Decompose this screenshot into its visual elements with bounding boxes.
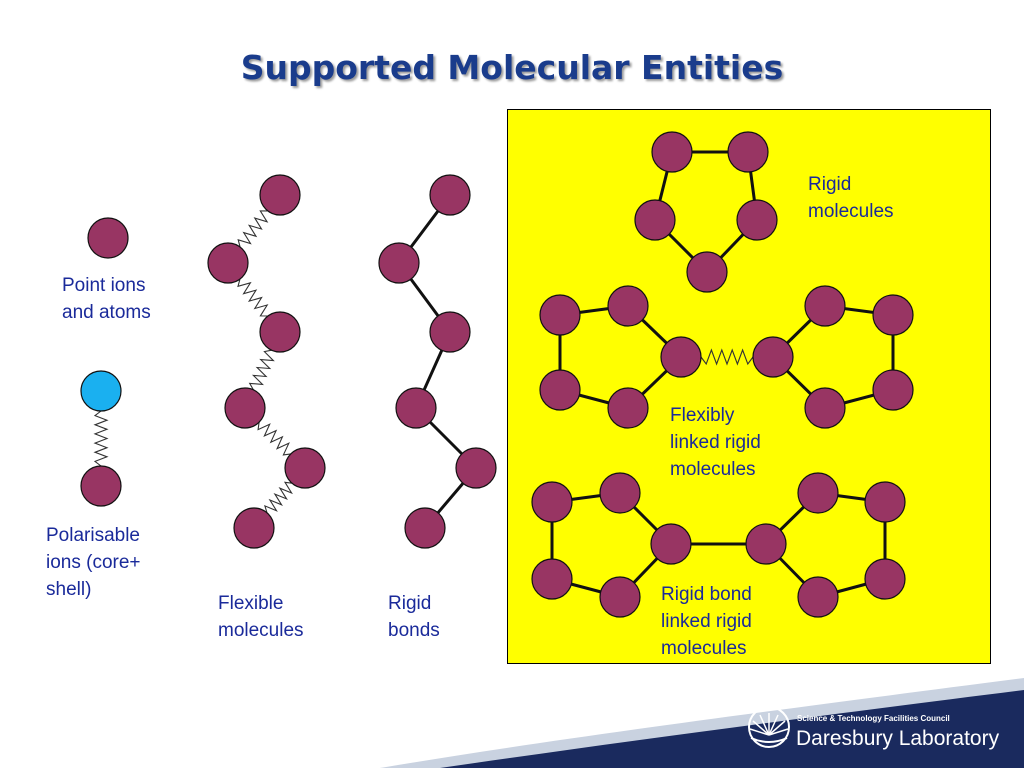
rigid-molecule-atom — [651, 131, 693, 173]
polarisable-shell-atom — [80, 370, 122, 412]
flexibly-linked-atom — [804, 387, 846, 429]
rigid-chain-atom — [378, 242, 420, 284]
rigid-molecule-atom — [727, 131, 769, 173]
rigid-linked-atom — [531, 558, 573, 600]
stfc-logo-icon — [748, 706, 790, 748]
flexibly-linked-atom — [607, 285, 649, 327]
flexible-spring — [264, 481, 293, 513]
flexibly-linked-atom — [539, 294, 581, 336]
rigid-linked-atom — [797, 472, 839, 514]
rigid-molecule-atom — [736, 199, 778, 241]
flexible-atom — [284, 447, 326, 489]
flexibly-linked-atom — [607, 387, 649, 429]
label-rigid-bonds: Rigid bonds — [388, 593, 440, 641]
rigid-linked-atom — [599, 576, 641, 618]
flexible-spring — [237, 278, 269, 317]
label-flexibly-linked: Flexibly linked rigid molecules — [670, 405, 761, 480]
label-rigid-bond-linked: Rigid bond linked rigid molecules — [661, 584, 752, 659]
rigid-chain-atom — [404, 507, 446, 549]
rigid-chain-atom — [455, 447, 497, 489]
flexible-atom — [259, 174, 301, 216]
slide-title: Supported Molecular Entities — [240, 48, 784, 87]
flexibly-linked-atom — [804, 285, 846, 327]
flexible-atom — [224, 387, 266, 429]
flexible-atom — [259, 311, 301, 353]
rigid-molecule-atom — [686, 251, 728, 293]
rigid-chain-atom — [429, 311, 471, 353]
flexible-link-spring — [700, 348, 754, 366]
footer-lab: Daresbury Laboratory — [796, 727, 1000, 750]
label-polarisable-ions: Polarisable ions (core+ shell) — [46, 525, 141, 600]
rigid-linked-atom — [599, 472, 641, 514]
flexible-spring — [257, 422, 291, 456]
flexibly-linked-atom — [539, 369, 581, 411]
flexibly-linked-atom — [660, 336, 702, 378]
rigid-linked-atom — [864, 481, 906, 523]
label-point-ions: Point ions and atoms — [62, 275, 151, 323]
flexible-spring — [248, 349, 275, 391]
flexibly-linked-atom — [752, 336, 794, 378]
flexibly-linked-atom — [872, 369, 914, 411]
rigid-linked-atom — [797, 576, 839, 618]
label-rigid-molecules: Rigid molecules — [808, 174, 894, 222]
flexible-atom — [207, 242, 249, 284]
core-shell-spring — [93, 410, 109, 467]
rigid-linked-atom — [864, 558, 906, 600]
polarisable-core-atom — [80, 465, 122, 507]
label-flexible-molecules: Flexible molecules — [218, 593, 304, 641]
rigid-linked-atom — [745, 523, 787, 565]
footer-band — [440, 690, 1024, 768]
flexibly-linked-atom — [872, 294, 914, 336]
rigid-molecule-atom — [634, 199, 676, 241]
rigid-linked-atom — [531, 481, 573, 523]
rigid-linked-atom — [650, 523, 692, 565]
flexible-atom — [233, 507, 275, 549]
rigid-chain-atom — [429, 174, 471, 216]
rigid-chain-atom — [395, 387, 437, 429]
point-ion-atom — [87, 217, 129, 259]
footer-council: Science & Technology Facilities Council — [797, 714, 950, 723]
flexible-spring — [237, 210, 269, 248]
